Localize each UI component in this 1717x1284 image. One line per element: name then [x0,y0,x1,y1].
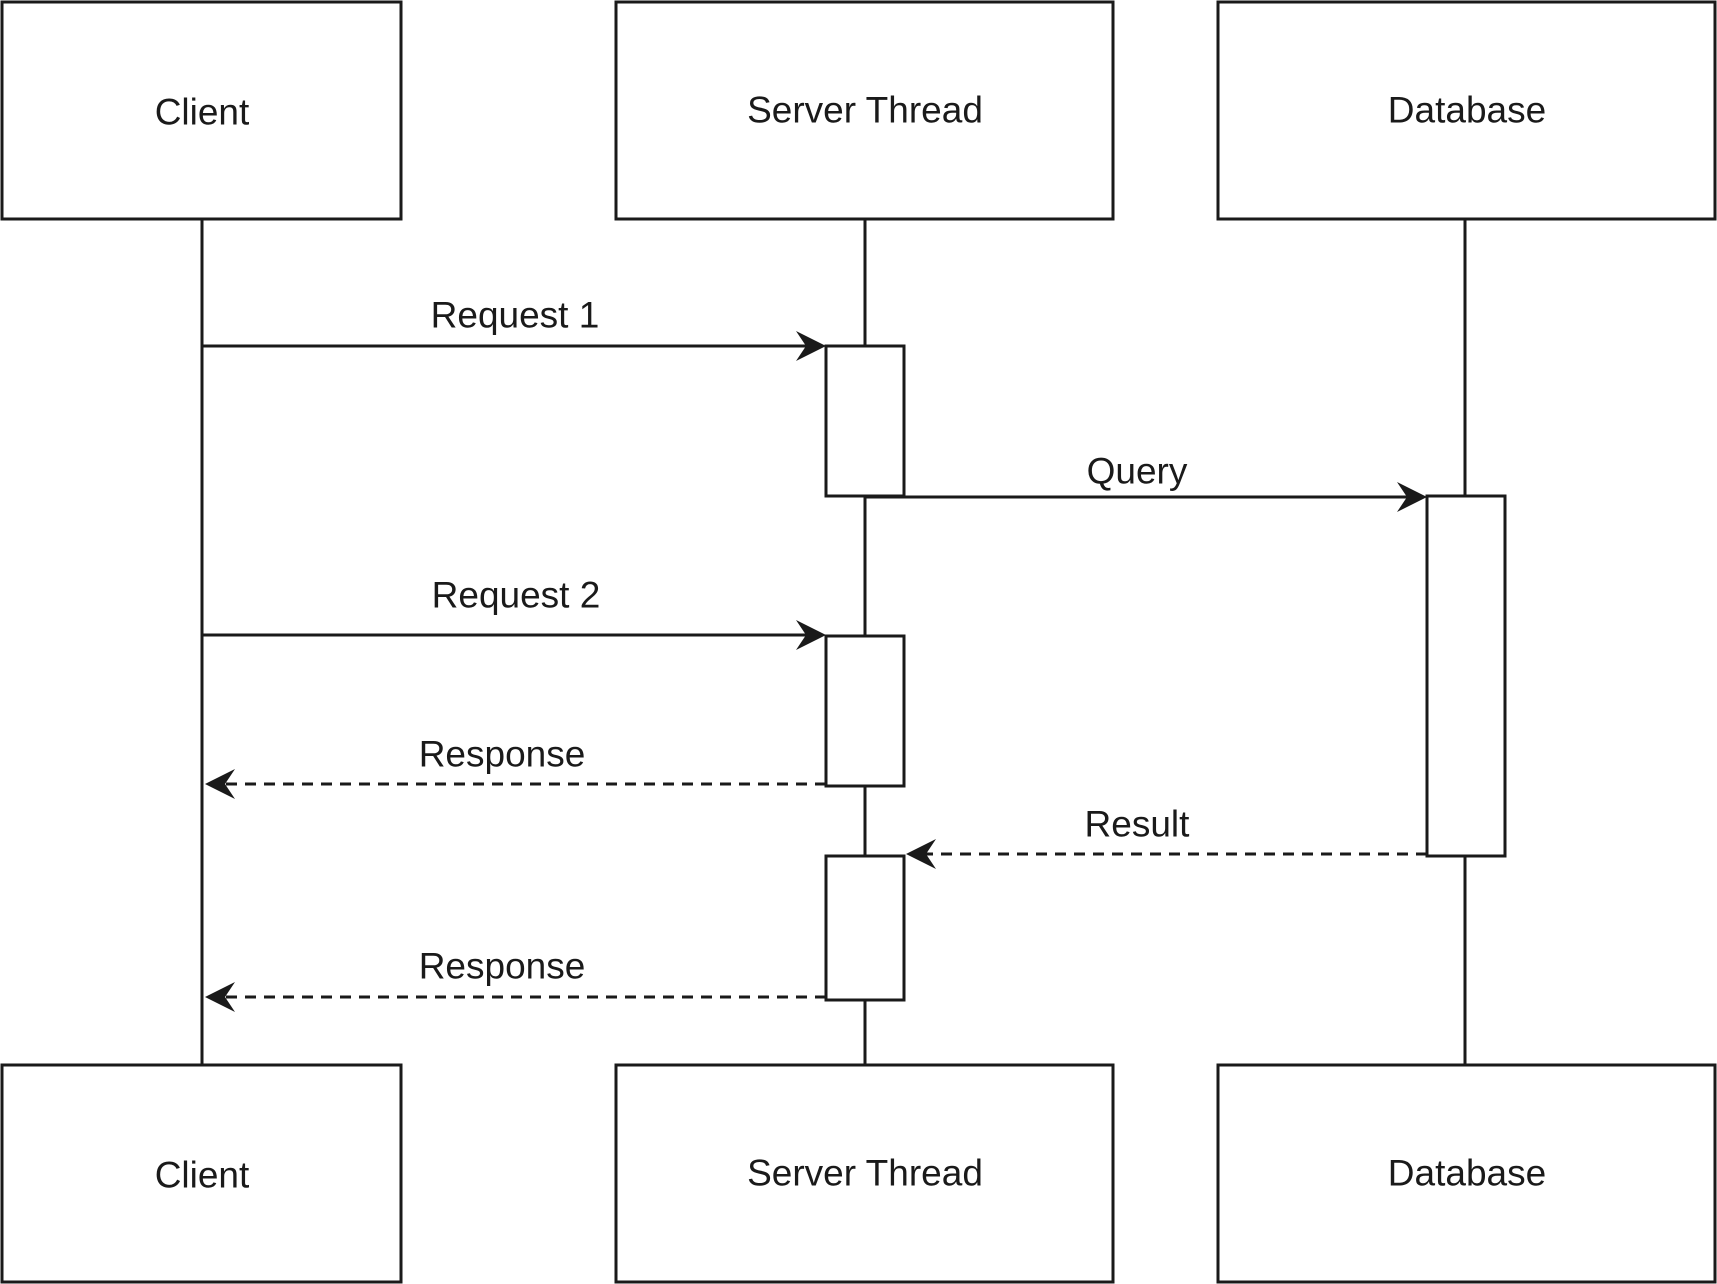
participant-database-top: Database [1216,0,1717,221]
message-label: Request 2 [432,575,601,616]
arrowhead-right-icon [1397,482,1427,512]
database-activation [1425,494,1507,858]
participant-client-top: Client [0,0,403,221]
message-response-2: Response [205,946,826,1012]
message-result: Result [906,804,1427,869]
message-label: Response [419,734,586,775]
message-label: Response [419,946,586,987]
message-label: Request 1 [431,295,600,336]
participant-server-label: Server Thread [747,1153,983,1194]
server-activation-1 [824,344,906,498]
participant-client-label: Client [155,1155,250,1196]
arrowhead-right-icon [796,331,826,361]
message-response-1: Response [205,734,826,799]
message-query: Query [865,451,1427,512]
participant-server-bottom: Server Thread [614,1063,1115,1284]
participant-database-label: Database [1388,90,1546,131]
message-request-1: Request 1 [202,295,826,361]
participant-client-label: Client [155,92,250,133]
participant-database-label: Database [1388,1153,1546,1194]
message-label: Query [1087,451,1188,492]
participant-server-label: Server Thread [747,90,983,131]
message-request-2: Request 2 [202,575,826,650]
participant-server-top: Server Thread [614,0,1115,221]
arrowhead-left-icon [205,769,235,799]
arrowhead-left-icon [205,982,235,1012]
participant-database-bottom: Database [1216,1063,1717,1284]
server-activation-2 [824,634,906,788]
arrowhead-left-icon [906,839,936,869]
message-label: Result [1085,804,1191,845]
server-activation-3 [824,854,906,1002]
participant-client-bottom: Client [0,1063,403,1284]
arrowhead-right-icon [796,620,826,650]
